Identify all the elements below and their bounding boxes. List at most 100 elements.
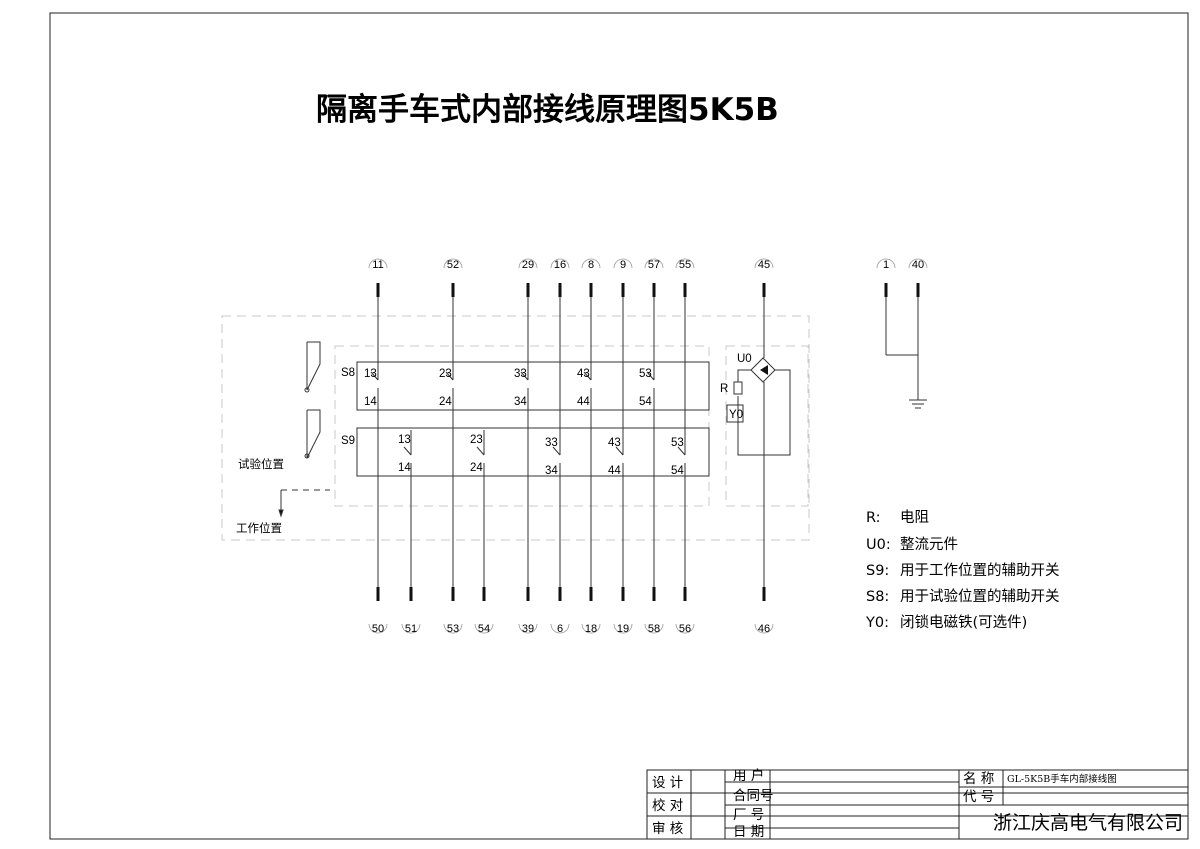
bottom-terminal-label: 50 <box>372 623 384 635</box>
top-terminal-pin <box>652 283 656 297</box>
legend-key: Y0: <box>865 615 889 631</box>
legend-text: 用于试验位置的辅助开关 <box>900 588 1060 605</box>
top-terminal-label: 9 <box>620 259 626 271</box>
s8-contact-label: 13 <box>364 368 377 380</box>
top-terminal-circle <box>876 258 896 269</box>
top-terminal-label: 16 <box>554 259 566 271</box>
bottom-terminal-circle <box>443 623 463 634</box>
top-terminal-label: 1 <box>883 259 889 271</box>
s8-contact-label: 14 <box>364 396 377 408</box>
legend-key: S9: <box>866 563 889 579</box>
s8-contact-label: 43 <box>577 368 590 380</box>
s8-contact-label: 23 <box>439 368 452 380</box>
s9-contact-label: 23 <box>470 434 483 446</box>
bottom-terminal-circle <box>754 623 774 634</box>
legend-key: R: <box>866 510 881 526</box>
s8-contact <box>445 371 454 381</box>
top-terminal-circle <box>644 258 664 269</box>
drawing-title: 隔离手车式内部接线原理图5K5B <box>316 92 779 128</box>
s8-contact-label: 54 <box>639 396 652 408</box>
bottom-terminal-circle <box>518 623 538 634</box>
work-position-label: 工作位置 <box>236 521 282 535</box>
bottom-terminal-pin <box>558 587 562 601</box>
top-terminal-pin <box>451 283 455 297</box>
tb-factory: 厂 号 <box>733 807 764 823</box>
top-terminal-pin <box>526 283 530 297</box>
bottom-terminal-pin <box>526 587 530 601</box>
bottom-terminal-label: 51 <box>405 623 417 635</box>
legend-text: 电阻 <box>900 509 929 526</box>
s8-contact-label: 44 <box>577 396 590 408</box>
bottom-terminal-pin <box>451 587 455 601</box>
s8-contact <box>646 371 655 381</box>
top-terminal-label: 11 <box>372 259 383 271</box>
yo-label: Y0 <box>729 409 743 421</box>
bottom-terminal-label: 6 <box>557 623 563 635</box>
legend-text: 用于工作位置的辅助开关 <box>900 562 1060 579</box>
tb-date: 日 期 <box>733 824 764 840</box>
s9-contact-label: 54 <box>671 465 684 477</box>
bottom-terminal-label: 54 <box>478 623 490 635</box>
s9-contact-label: 13 <box>398 434 411 446</box>
tb-company: 浙江庆高电气有限公司 <box>993 812 1183 834</box>
s8-contact-label: 24 <box>439 396 452 408</box>
s8-contact <box>520 371 529 381</box>
s9-contact-label: 53 <box>671 437 684 449</box>
tb-name-label: 名 称 <box>963 771 994 787</box>
s9-contact <box>403 446 412 456</box>
bottom-terminal-pin <box>683 587 687 601</box>
s9-label: S9 <box>341 435 355 447</box>
rectifier-circuit <box>726 357 791 456</box>
s9-contact-label: 14 <box>398 462 411 474</box>
bottom-terminal-pin <box>621 587 625 601</box>
bottom-terminal-pin <box>589 587 593 601</box>
s9-contact <box>615 446 624 456</box>
legend-key: S8: <box>866 589 889 605</box>
bottom-terminal-circle <box>368 623 388 634</box>
top-terminal-circle <box>613 258 633 269</box>
tb-contract: 合同号 <box>733 788 774 804</box>
bottom-terminal-circle <box>675 623 695 634</box>
s9-contact <box>677 446 686 456</box>
top-terminal-circle <box>581 258 601 269</box>
bottom-terminal-label: 19 <box>617 623 629 635</box>
tb-check: 校 对 <box>652 797 683 814</box>
s9-contact <box>552 446 561 456</box>
s8-contact <box>583 371 592 381</box>
s9-contact-label: 44 <box>608 465 621 477</box>
top-terminal-label: 40 <box>912 259 924 271</box>
bottom-terminal-label: 56 <box>679 623 691 635</box>
top-terminal-label: 29 <box>522 259 534 271</box>
s8-switch-box <box>356 361 710 411</box>
bottom-terminal-label: 18 <box>585 623 597 635</box>
bottom-terminal-label: 46 <box>758 623 770 635</box>
legend-text: 闭锁电磁铁(可选件) <box>900 614 1027 631</box>
s9-switch-box <box>356 427 710 477</box>
top-terminal-pin <box>762 283 766 297</box>
top-terminal-circle <box>908 258 928 269</box>
bottom-terminal-circle <box>644 623 664 634</box>
s8-contact <box>370 371 379 381</box>
top-terminal-label: 45 <box>758 259 770 271</box>
top-terminal-circle <box>443 258 463 269</box>
bottom-terminal-pin <box>409 587 413 601</box>
top-terminal-circle <box>754 258 774 269</box>
top-terminal-circle <box>675 258 695 269</box>
bottom-terminal-label: 53 <box>447 623 459 635</box>
top-terminal-circle <box>368 258 388 269</box>
s9-contact-label: 33 <box>545 437 558 449</box>
bottom-terminal-pin <box>376 587 380 601</box>
bottom-terminal-circle <box>401 623 421 634</box>
tb-user: 用 户 <box>733 767 764 784</box>
tb-review: 审 核 <box>652 821 683 837</box>
top-terminal-pin <box>376 283 380 297</box>
s8-label: S8 <box>341 367 355 379</box>
bottom-terminal-circle <box>613 623 633 634</box>
handcart-enclosure <box>221 315 810 541</box>
s8-contact-label: 33 <box>514 368 527 380</box>
legend-text: 整流元件 <box>900 536 958 553</box>
bottom-terminal-label: 58 <box>648 623 660 635</box>
s9-contact-label: 24 <box>470 462 483 474</box>
